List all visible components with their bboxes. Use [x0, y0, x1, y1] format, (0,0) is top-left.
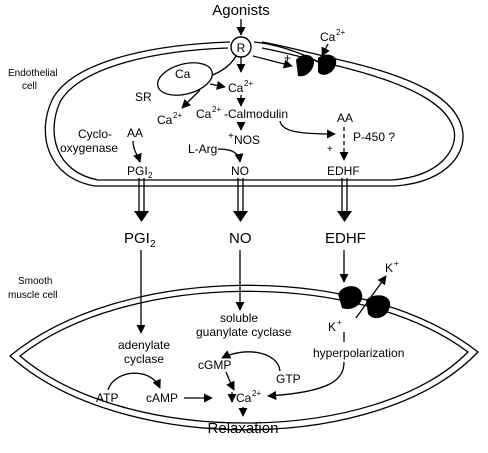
soluble-label: soluble: [220, 311, 258, 325]
ca2-relax-label: Ca: [236, 391, 252, 405]
cgmp-to-ca-arrow: [225, 371, 235, 391]
plus-receptor-channel: +: [284, 51, 291, 65]
aa-to-pgi2-arrow: [132, 140, 142, 163]
pgi2-efflux-arrow: [134, 178, 149, 222]
adenylate-label: adenylate: [118, 338, 170, 352]
ca2-low-sup: 2+: [173, 111, 182, 120]
ca2-mid-label: Ca: [228, 81, 244, 95]
sr-label: SR: [135, 90, 152, 104]
hyperpolarization-label: hyperpolarization: [313, 346, 404, 360]
k-bottom-label: K: [328, 320, 336, 334]
no-efflux-arrow: [233, 178, 248, 222]
k-channel-b: [366, 295, 391, 319]
edhf-big-label: EDHF: [325, 230, 366, 247]
guanylate-cyclase-label: guanylate cyclase: [196, 325, 292, 339]
smooth-muscle-membrane-outer: [9, 284, 479, 431]
smooth-muscle-membrane-inner: [18, 290, 469, 424]
ca2-mid-sup: 2+: [244, 79, 253, 88]
sr-release-arrow: [209, 80, 226, 90]
sr-to-ca-low-arrow: [181, 89, 201, 109]
sarcoplasmic-reticulum: [157, 62, 213, 96]
gtp-label: GTP: [276, 372, 301, 386]
p450-label: P-450 ?: [353, 130, 395, 144]
nos-plus: +: [228, 131, 234, 142]
k-top-label: K: [385, 261, 393, 275]
camp-label: cAMP: [146, 391, 178, 405]
cyclooxygenase-label-1: Cyclo-: [78, 127, 112, 141]
ca-channel-top-a: [296, 54, 314, 77]
edhf-small-label: EDHF: [327, 164, 360, 178]
pgi2-big-label: PGI: [124, 230, 150, 247]
receptor-to-channel-arrow: [252, 55, 293, 69]
nos-label: NOS: [234, 133, 260, 147]
relaxation-label: Relaxation: [208, 420, 279, 437]
agonists-label: Agonists: [212, 2, 270, 19]
calmodulin-to-p450-arrow: [279, 120, 336, 139]
ca2-top-sup: 2+: [336, 28, 345, 37]
l-arg-to-no-arrow: [217, 148, 244, 163]
no-big-label: NO: [229, 230, 252, 247]
ca-channel-top-b: [318, 54, 337, 75]
calmodulin-sup: 2+: [212, 105, 221, 114]
ca2-influx-arrow: [321, 43, 330, 57]
cgmp-label: cGMP: [198, 358, 231, 372]
hyper-to-ca-arrow: [267, 361, 345, 401]
l-arg-label: L-Arg: [188, 142, 217, 156]
aa-right-label: AA: [337, 111, 353, 125]
endothelial-cell-membrane-outer: [44, 41, 464, 187]
pgi2-small-sub: 2: [148, 171, 153, 180]
atp-label: ATP: [96, 391, 118, 405]
k-efflux-arrow: [355, 275, 387, 319]
calmodulin-label: Ca: [196, 107, 212, 121]
pgi2-small-label: PGI: [127, 164, 148, 178]
k-top-sup: +: [394, 259, 399, 268]
p450-plus: +: [327, 144, 333, 155]
receptor-label: R: [237, 41, 246, 55]
ca2-relax-sup: 2+: [252, 389, 261, 398]
no-small-label: NO: [231, 164, 249, 178]
aa-left-label: AA: [127, 126, 143, 140]
adenylate-cyclase-label: cyclase: [124, 352, 164, 366]
ca-store-label: Ca: [175, 67, 191, 81]
gtp-to-cgmp-arrow: [221, 350, 281, 372]
ca2-low-label: Ca: [157, 113, 173, 127]
smooth-muscle-label-1: Smooth: [18, 276, 52, 287]
smooth-muscle-label-2: muscle cell: [8, 290, 57, 301]
endothelial-cell-label-1: Endothelial: [8, 68, 57, 79]
pgi2-big-sub: 2: [150, 239, 156, 250]
atp-to-camp-arrow: [107, 372, 161, 391]
calmodulin-suffix: -Calmodulin: [224, 107, 288, 121]
k-bottom-sup: +: [337, 318, 342, 327]
ca2-top-label: Ca: [320, 30, 336, 44]
endothelial-cell-membrane-inner: [53, 47, 456, 181]
cyclooxygenase-label-2: oxygenase: [60, 141, 118, 155]
edhf-efflux-arrow: [337, 178, 352, 222]
k-channel-a: [338, 286, 363, 310]
endothelial-cell-label-2: cell: [22, 81, 37, 92]
